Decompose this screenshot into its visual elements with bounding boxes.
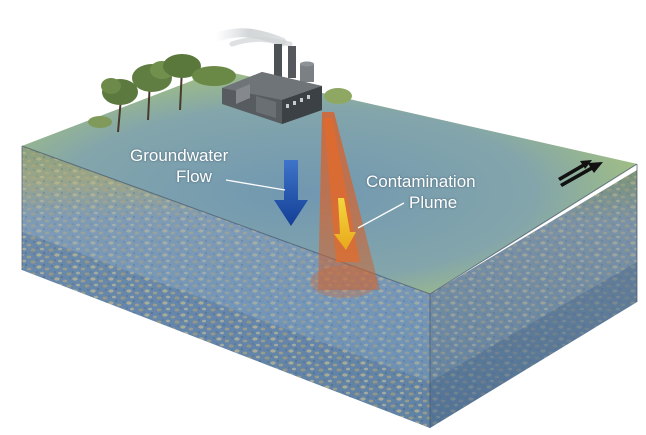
plume-label-line2: Plume	[409, 193, 458, 212]
contamination-plume	[310, 112, 380, 298]
groundwater-label-line1: Groundwater	[130, 146, 229, 165]
plume-direction-arrow	[334, 198, 356, 250]
groundwater-label-line2: Flow	[176, 167, 212, 186]
side-face	[430, 170, 637, 428]
factory-icon	[210, 28, 322, 124]
plume-label-line1: Contamination	[366, 172, 476, 191]
groundwater-flow-arrow	[274, 160, 308, 226]
leader-lines	[225, 179, 405, 229]
block-edges	[21, 145, 638, 428]
trees	[88, 54, 352, 133]
front-face	[22, 146, 430, 428]
double-arrow-icon	[558, 160, 603, 187]
